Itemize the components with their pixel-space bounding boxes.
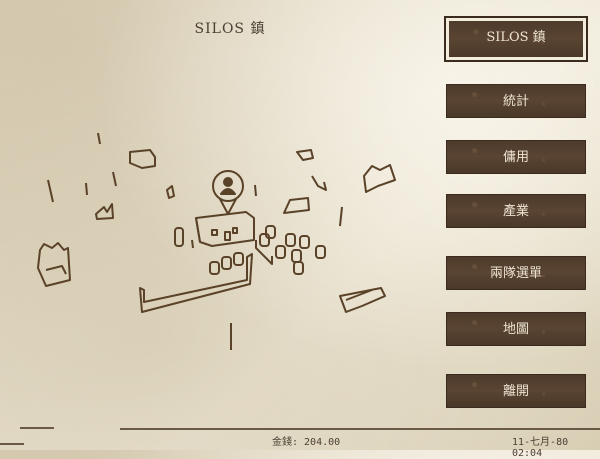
footer-divider: [20, 427, 54, 429]
town-button[interactable]: SILOS 鎮: [444, 16, 588, 62]
stats-button[interactable]: 統計: [446, 84, 586, 118]
building-ruins: [37, 242, 71, 287]
building-pad: [339, 287, 386, 313]
town-title: SILOS 鎮: [194, 21, 266, 37]
town-map[interactable]: [0, 0, 440, 420]
leave-button[interactable]: 離開: [446, 374, 586, 408]
datetime-display: 11-七月-80 02:04: [512, 437, 569, 459]
building-broken: [363, 164, 396, 193]
building-house-small: [129, 149, 156, 169]
hire-button[interactable]: 傭用: [446, 140, 586, 174]
footer-divider: [120, 428, 600, 430]
footer-divider: [0, 443, 24, 445]
map-button[interactable]: 地圖: [446, 312, 586, 346]
squad-select-button[interactable]: 兩隊選單: [446, 256, 586, 290]
industry-button[interactable]: 產業: [446, 194, 586, 228]
wall: [139, 253, 253, 313]
post: [97, 132, 101, 145]
building-shed: [283, 197, 310, 214]
barrels: [209, 225, 326, 275]
person-marker-icon: [212, 170, 244, 215]
money-display: 金錢: 204.00: [272, 437, 341, 448]
